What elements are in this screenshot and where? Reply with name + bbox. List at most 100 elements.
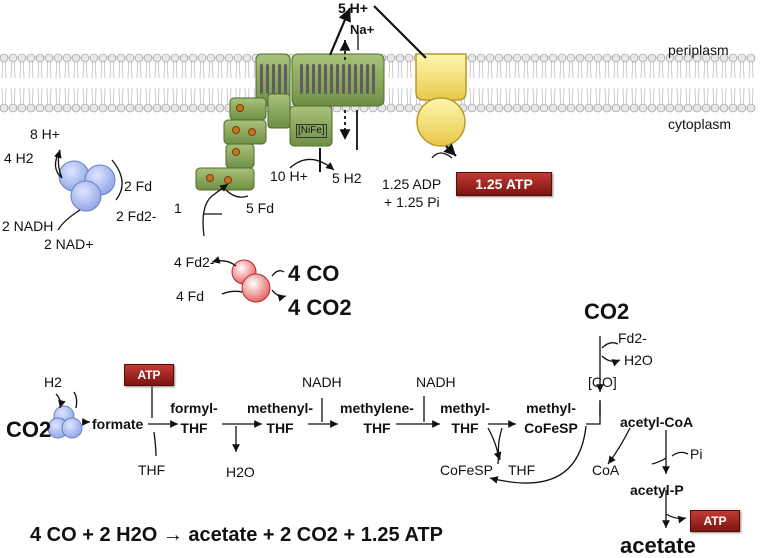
- lipid-tail: [406, 87, 412, 105]
- h2-hyd-label: 4 H2: [4, 150, 34, 166]
- lipid-tail: [613, 87, 619, 105]
- lipid-tail: [631, 61, 637, 79]
- lipid-head: [503, 53, 513, 63]
- lipid-head: [539, 103, 549, 113]
- lipid-tail: [730, 87, 736, 105]
- lipid-tail: [703, 87, 709, 105]
- lipid-head: [80, 103, 90, 113]
- lipid-tail: [28, 61, 34, 79]
- lipid-tail: [649, 61, 655, 79]
- pi-wl-label: Pi: [690, 446, 703, 462]
- lipid-tail: [721, 87, 727, 105]
- co-bracket-label: [CO]: [588, 374, 617, 390]
- lipid-tail: [190, 87, 196, 105]
- h2-rnf-label: 5 H2: [332, 170, 362, 186]
- lipid-tail: [712, 61, 718, 79]
- lipid-head: [512, 103, 522, 113]
- lipid-tail: [406, 61, 412, 79]
- lipid-tail: [55, 87, 61, 105]
- lipid-head: [170, 53, 180, 63]
- lipid-head: [467, 103, 477, 113]
- lipid-tail: [100, 87, 106, 105]
- helix-stripe: [318, 64, 321, 94]
- lipid-head: [656, 103, 666, 113]
- lipid-tail: [595, 87, 601, 105]
- lipid-head: [188, 103, 198, 113]
- lipid-head: [566, 53, 576, 63]
- lipid-head: [656, 53, 666, 63]
- lipid-head: [71, 53, 81, 63]
- lipid-tail: [199, 61, 205, 79]
- lipid-tail: [28, 87, 34, 105]
- lipid-tail: [703, 61, 709, 79]
- cytoplasm-label: cytoplasm: [668, 116, 732, 132]
- lipid-head: [143, 53, 153, 63]
- thf-methenyl-label: THF: [266, 420, 294, 436]
- coa-label: CoA: [592, 462, 620, 478]
- lipid-head: [521, 103, 531, 113]
- lipid-tail: [217, 61, 223, 79]
- nad-hyd-label: 2 NAD+: [44, 236, 94, 252]
- lipid-head: [62, 103, 72, 113]
- fd-red-codh-label: 4 Fd2-: [174, 254, 215, 270]
- fes-cluster: [224, 176, 232, 184]
- lipid-tail: [163, 61, 169, 79]
- lipid-tail: [748, 61, 754, 79]
- lipid-tail: [55, 61, 61, 79]
- lipid-tail: [532, 87, 538, 105]
- lipid-head: [701, 53, 711, 63]
- lipid-tail: [397, 61, 403, 79]
- cofesp-bound-label: CoFeSP: [524, 420, 578, 436]
- lipid-tail: [676, 87, 682, 105]
- lipid-head: [206, 103, 216, 113]
- lipid-tail: [667, 87, 673, 105]
- helix-stripe: [266, 64, 269, 94]
- atp-input-badge: ATP: [124, 364, 174, 386]
- thf-methyl-label: THF: [451, 420, 479, 436]
- fes-cluster: [232, 126, 240, 134]
- lipid-tail: [487, 87, 493, 105]
- lipid-tail: [217, 87, 223, 105]
- lipid-head: [674, 53, 684, 63]
- co-label: 4 CO: [288, 261, 340, 286]
- lipid-head: [0, 53, 9, 63]
- lipid-head: [44, 53, 54, 63]
- lipid-tail: [190, 61, 196, 79]
- fes-cluster: [232, 148, 240, 156]
- lipid-head: [557, 103, 567, 113]
- lipid-tail: [91, 87, 97, 105]
- methenyl-label: methenyl-: [246, 400, 314, 416]
- lipid-head: [629, 53, 639, 63]
- lipid-head: [467, 53, 477, 63]
- lipid-head: [638, 103, 648, 113]
- lipid-tail: [1, 61, 7, 79]
- lipid-head: [197, 53, 207, 63]
- lipid-head: [674, 103, 684, 113]
- lipid-head: [233, 53, 243, 63]
- lipid-tail: [64, 61, 70, 79]
- lipid-tail: [154, 87, 160, 105]
- lipid-head: [584, 103, 594, 113]
- lipid-tail: [109, 61, 115, 79]
- lipid-head: [71, 103, 81, 113]
- lipid-head: [215, 103, 225, 113]
- lipid-head: [125, 53, 135, 63]
- lipid-tail: [19, 61, 25, 79]
- lipid-tail: [676, 61, 682, 79]
- lipid-head: [161, 53, 171, 63]
- lipid-head: [35, 53, 45, 63]
- proton-out-label: 5 H+: [338, 0, 368, 16]
- lipid-tail: [559, 87, 565, 105]
- lipid-head: [728, 53, 738, 63]
- lipid-head: [395, 53, 405, 63]
- lipid-tail: [577, 61, 583, 79]
- lipid-tail: [685, 61, 691, 79]
- rnf-complex: [195, 53, 385, 191]
- fes-cluster: [206, 174, 214, 182]
- lipid-tail: [568, 61, 574, 79]
- h2o-wl-label: H2O: [226, 464, 255, 480]
- lipid-head: [575, 53, 585, 63]
- lipid-tail: [541, 87, 547, 105]
- lipid-head: [719, 53, 729, 63]
- lipid-tail: [244, 61, 250, 79]
